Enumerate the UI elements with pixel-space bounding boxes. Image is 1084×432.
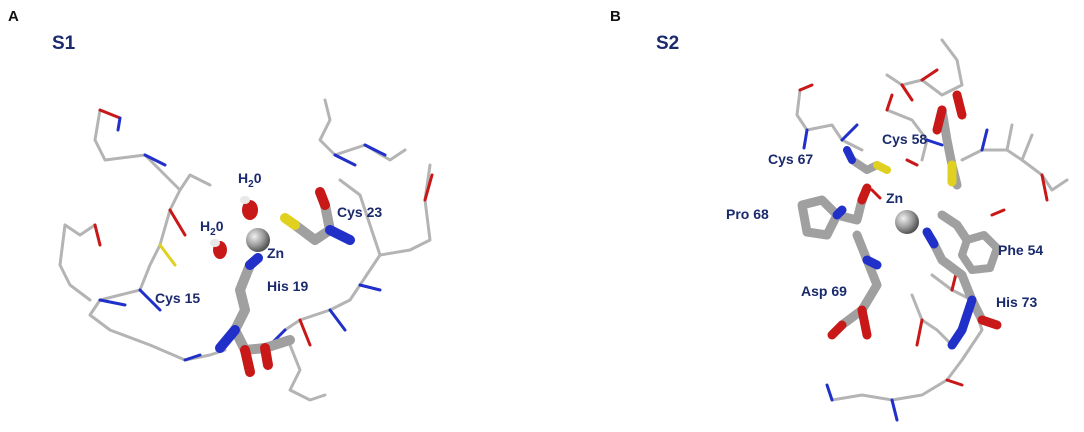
molecule-s2-structure xyxy=(795,38,1069,422)
zinc-ion-b xyxy=(895,210,919,234)
zinc-ion xyxy=(246,228,270,252)
panel-title-s2: S2 xyxy=(656,33,680,54)
label-pro68: Pro 68 xyxy=(726,206,769,222)
label-h2o-top: H20 xyxy=(238,170,262,190)
panel-title-s1: S1 xyxy=(52,33,76,54)
label-cys67: Cys 67 xyxy=(768,151,814,167)
thin-backbone-b xyxy=(795,38,1069,422)
label-zn-b: Zn xyxy=(886,190,904,206)
thick-sticks xyxy=(215,187,355,377)
water-molecules xyxy=(210,196,258,259)
panel-letter-b: B xyxy=(610,8,621,25)
label-his73: His 73 xyxy=(996,294,1038,310)
label-zn-a: Zn xyxy=(267,245,285,261)
label-h2o-mid: H20 xyxy=(200,218,224,238)
label-his19: His 19 xyxy=(267,278,309,294)
panel-b: B S2 Cys 58 Cys 67 Zn Pro 68 Phe 54 Asp … xyxy=(542,0,1084,432)
label-cys23: Cys 23 xyxy=(337,204,383,220)
label-cys15: Cys 15 xyxy=(155,290,201,306)
label-asp69: Asp 69 xyxy=(801,283,847,299)
panel-letter-a: A xyxy=(8,8,19,25)
panel-a: A S1 H20 H20 Zn Cys 23 His 19 Cys 15 xyxy=(8,8,434,402)
thick-sticks-b xyxy=(797,90,1002,350)
thin-backbone xyxy=(58,98,434,402)
label-cys58: Cys 58 xyxy=(882,131,928,147)
label-phe54: Phe 54 xyxy=(998,242,1044,258)
molecule-s1-structure xyxy=(58,98,434,402)
